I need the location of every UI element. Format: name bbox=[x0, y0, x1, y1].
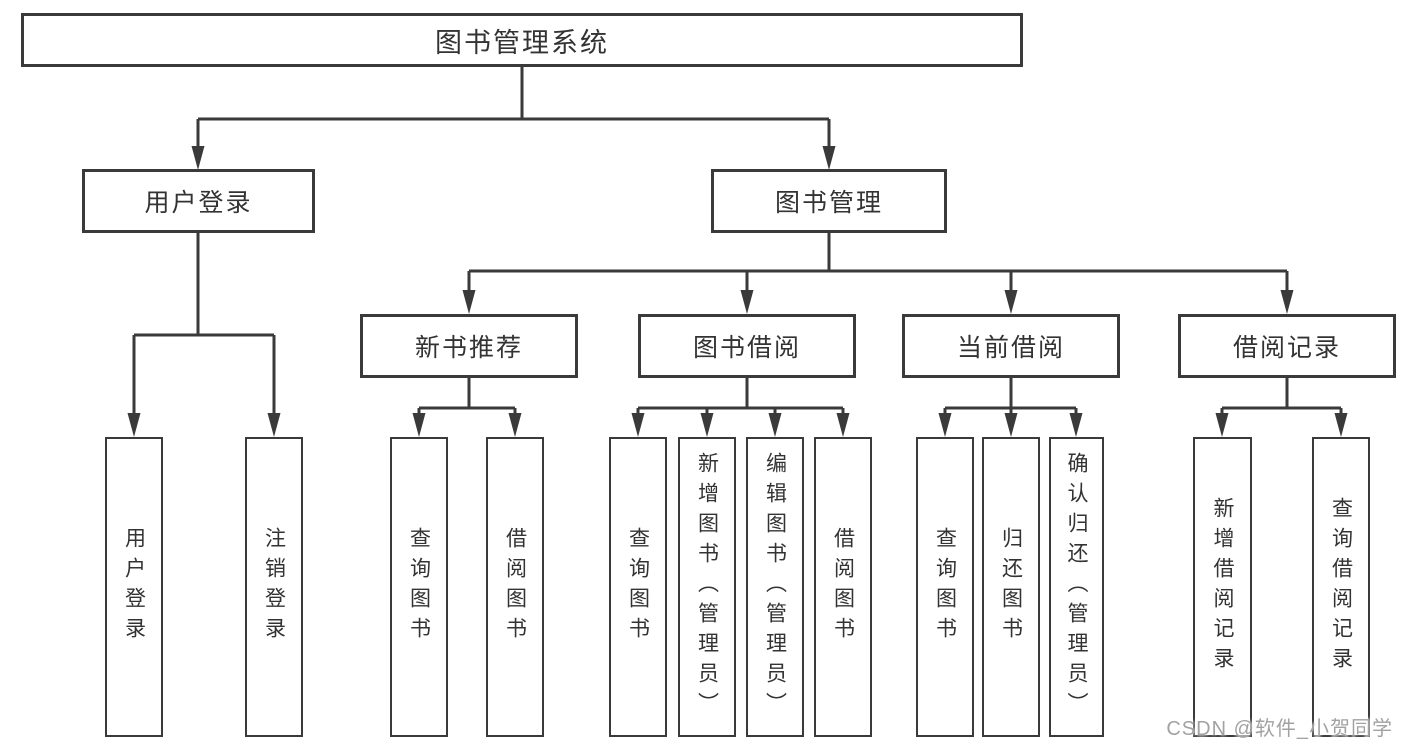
arrow-down-icon bbox=[836, 413, 850, 437]
arrow-down-icon bbox=[127, 413, 141, 437]
arrow-down-icon bbox=[768, 413, 782, 437]
leaf-borrow-books-recommend: 借阅图书 bbox=[486, 437, 544, 737]
leaf-label: 注销登录 bbox=[262, 527, 286, 647]
connector-book-management-to-groups bbox=[462, 233, 1294, 314]
node-current-borrowing: 当前借阅 bbox=[902, 314, 1120, 378]
arrow-down-icon bbox=[1004, 413, 1018, 437]
arrow-down-icon bbox=[412, 413, 426, 437]
leaf-label: 编辑图书（管理员） bbox=[763, 452, 787, 722]
node-book-borrowing: 图书借阅 bbox=[638, 314, 856, 378]
arrow-down-icon bbox=[938, 413, 952, 437]
leaf-query-books-recommend: 查询图书 bbox=[390, 437, 448, 737]
node-book-management: 图书管理 bbox=[711, 169, 947, 233]
connector-borrowing-records-to-leaves bbox=[1215, 378, 1348, 437]
leaf-label: 查询图书 bbox=[407, 527, 431, 647]
connector-new-book-recommend-to-leaves bbox=[412, 378, 522, 437]
arrow-down-icon bbox=[822, 146, 836, 170]
arrow-down-icon bbox=[191, 146, 205, 170]
arrow-down-icon bbox=[1215, 413, 1229, 437]
arrow-down-icon bbox=[1069, 413, 1083, 437]
arrow-down-icon bbox=[1334, 413, 1348, 437]
leaf-query-books-borrowing: 查询图书 bbox=[609, 437, 667, 737]
leaf-edit-books-admin: 编辑图书（管理员） bbox=[746, 437, 804, 737]
leaf-label: 借阅图书 bbox=[503, 527, 527, 647]
connector-current-borrowing-to-leaves bbox=[938, 378, 1083, 437]
arrow-down-icon bbox=[740, 290, 754, 314]
arrow-down-icon bbox=[631, 413, 645, 437]
leaf-label: 新增借阅记录 bbox=[1211, 497, 1234, 677]
leaf-label: 新增图书（管理员） bbox=[695, 452, 719, 722]
connector-user-login-to-leaves bbox=[127, 233, 281, 437]
node-user-login: 用户登录 bbox=[82, 169, 315, 233]
leaf-return-books: 归还图书 bbox=[982, 437, 1040, 737]
leaf-query-borrow-record: 查询借阅记录 bbox=[1312, 437, 1370, 737]
arrow-down-icon bbox=[700, 413, 714, 437]
leaf-user-login: 用户登录 bbox=[105, 437, 163, 737]
leaf-add-borrow-record: 新增借阅记录 bbox=[1193, 437, 1252, 737]
watermark: CSDN @软件_小贺同学 bbox=[1166, 718, 1393, 740]
node-root: 图书管理系统 bbox=[21, 13, 1023, 67]
leaf-label: 查询图书 bbox=[933, 527, 957, 647]
leaf-borrow-books-borrowing: 借阅图书 bbox=[814, 437, 872, 737]
leaf-logout: 注销登录 bbox=[245, 437, 303, 737]
leaf-label: 查询图书 bbox=[626, 527, 650, 647]
arrow-down-icon bbox=[1004, 290, 1018, 314]
leaf-label: 查询借阅记录 bbox=[1329, 497, 1353, 677]
arrow-down-icon bbox=[267, 413, 281, 437]
node-new-book-recommend: 新书推荐 bbox=[360, 314, 578, 378]
leaf-query-books-current: 查询图书 bbox=[916, 437, 974, 737]
arrow-down-icon bbox=[1280, 290, 1294, 314]
leaf-add-books-admin: 新增图书（管理员） bbox=[678, 437, 736, 737]
node-borrowing-records: 借阅记录 bbox=[1178, 314, 1396, 378]
connector-root-to-level2 bbox=[191, 67, 836, 170]
connector-book-borrowing-to-leaves bbox=[631, 378, 850, 437]
leaf-confirm-return-admin: 确认归还（管理员） bbox=[1049, 437, 1104, 737]
leaf-label: 归还图书 bbox=[999, 527, 1023, 647]
arrow-down-icon bbox=[508, 413, 522, 437]
leaf-label: 借阅图书 bbox=[831, 527, 855, 647]
leaf-label: 用户登录 bbox=[122, 527, 146, 647]
leaf-label: 确认归还（管理员） bbox=[1065, 452, 1088, 722]
arrow-down-icon bbox=[462, 290, 476, 314]
